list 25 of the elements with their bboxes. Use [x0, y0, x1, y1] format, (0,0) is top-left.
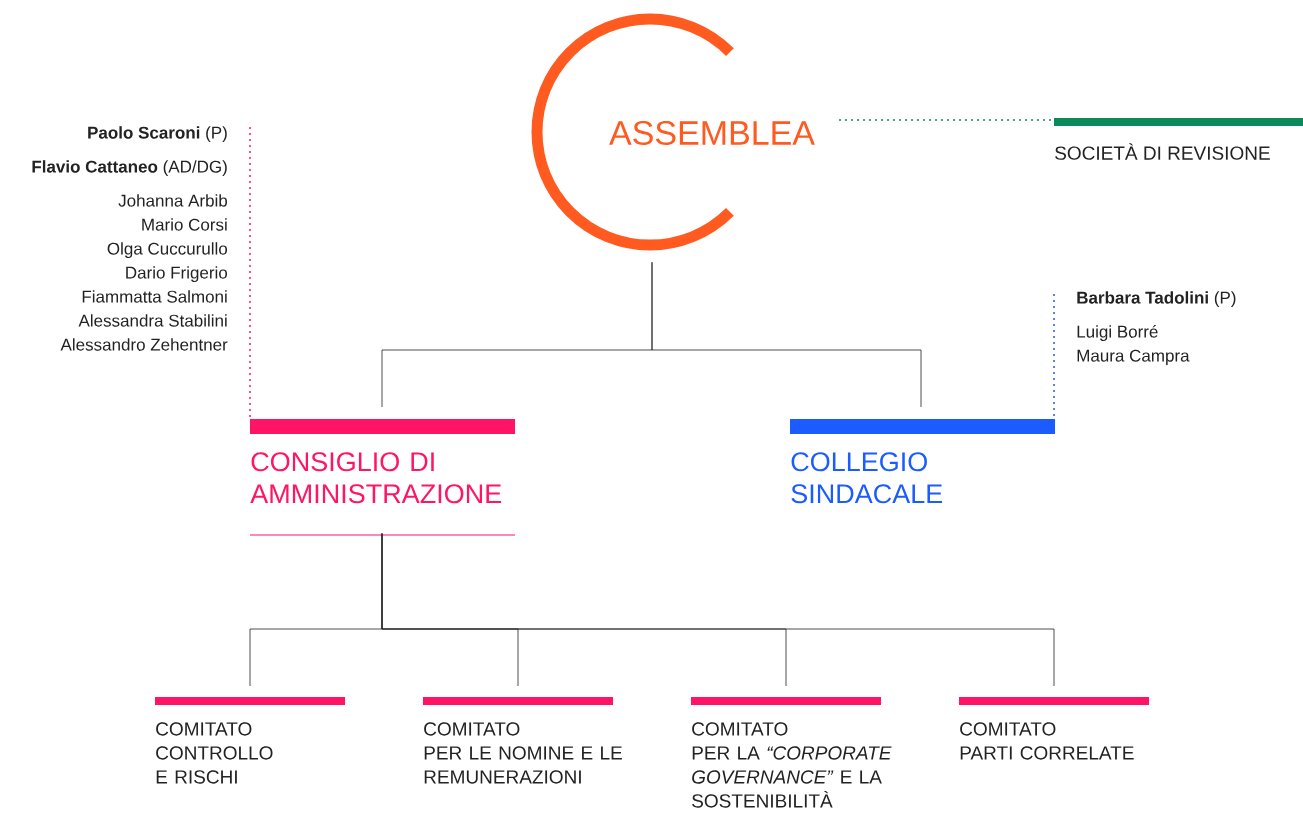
- heading-text: ASSEMBLEA: [609, 120, 815, 146]
- member-list: Paolo Scaroni (P) Flavio Cattaneo (AD/DG) Johanna Arbib Mario Corsi Olga Cuccurullo Dario Frigerio Fiammatta Salmoni Alessandra Stabilini Alessandro Zehentner: [32, 126, 228, 351]
- node-label: COLLEGIO SINDACALE: [791, 452, 943, 504]
- dotted-line: [249, 127, 251, 420]
- node-label: PER LA “CORPORATE GOVERNANCE” E LA SOSTENIBILITÀ: [692, 746, 892, 808]
- node-label: COMITATO: [424, 722, 520, 736]
- committee-box: COMITATO PER LA “CORPORATE GOVERNANCE” E LA SOSTENIBILITÀ: [691, 697, 892, 808]
- auditor-box: SOCIETÀ DI REVISIONE: [1054, 118, 1303, 160]
- node-label: COMITATO: [156, 722, 252, 736]
- node-label: PER LE NOMINE E LE REMUNERAZIONI: [424, 746, 622, 784]
- connector-line: [651, 261, 922, 408]
- member-list: Barbara Tadolini (P) Luigi Borré Maura Campra: [1077, 291, 1236, 366]
- connector-line: [381, 533, 1055, 687]
- node-label: SOCIETÀ DI REVISIONE: [1055, 143, 1270, 160]
- committee-box: COMITATO CONTROLLO E RISCHI: [155, 697, 345, 784]
- node-label: CONSIGLIO DI AMMINISTRAZIONE: [250, 452, 502, 504]
- node-label: PARTI CORRELATE: [960, 746, 1134, 760]
- node-label: COMITATO: [692, 722, 788, 736]
- node-label: COMITATO: [960, 722, 1056, 736]
- body-box: COLLEGIO SINDACALE: [790, 419, 1055, 504]
- committee-box: COMITATO PARTI CORRELATE: [959, 697, 1149, 760]
- body-box: CONSIGLIO DI AMMINISTRAZIONE: [249, 419, 516, 536]
- dotted-line: [839, 119, 1051, 121]
- committee-box: COMITATO PER LE NOMINE E LE REMUNERAZIONI: [423, 697, 622, 784]
- node-label: CONTROLLO E RISCHI: [156, 746, 273, 784]
